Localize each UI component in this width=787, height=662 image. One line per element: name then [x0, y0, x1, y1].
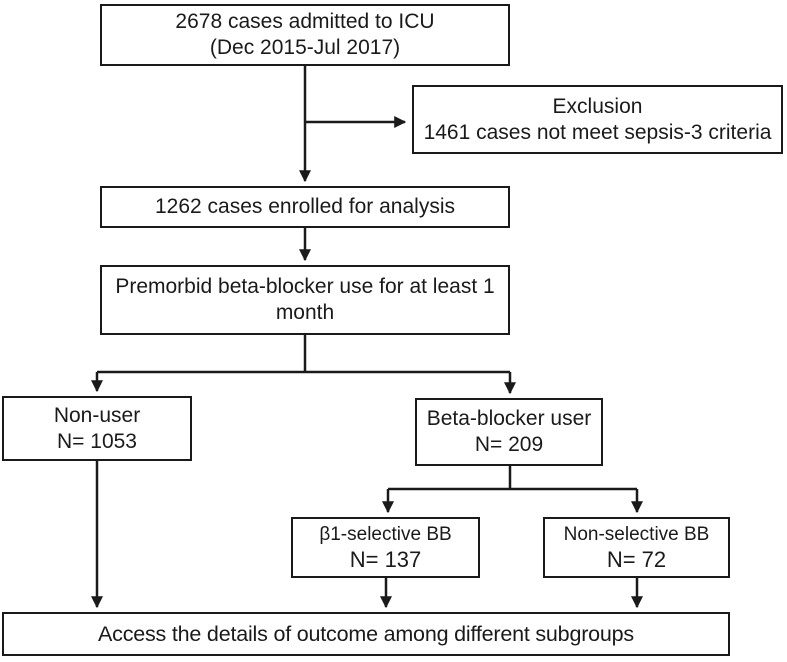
node-line: β1-selective BB	[319, 523, 452, 545]
node-line: Access the details of outcome among diff…	[98, 622, 634, 646]
node-line: N= 1053	[57, 429, 137, 453]
node-bb-user: Beta-blocker user N= 209	[415, 398, 603, 466]
node-premorbid-use: Premorbid beta-blocker use for at least …	[100, 265, 510, 335]
node-line: (Dec 2015-Jul 2017)	[209, 36, 401, 59]
node-line: N= 209	[474, 433, 544, 456]
node-line: 1461 cases not meet sepsis-3 criteria	[423, 120, 772, 144]
branch-bb-user-split	[388, 466, 637, 491]
node-line: 2678 cases admitted to ICU	[175, 10, 435, 33]
node-line: N= 72	[606, 546, 667, 572]
branch-premorbid-split	[97, 335, 510, 374]
node-exclusion: Exclusion 1461 cases not meet sepsis-3 c…	[412, 85, 783, 154]
node-enrolled: 1262 cases enrolled for analysis	[100, 186, 510, 228]
node-line: Beta-blocker user	[426, 407, 592, 430]
node-icu-admissions: 2678 cases admitted to ICU (Dec 2015-Jul…	[100, 4, 510, 66]
node-line: Non-selective BB	[563, 523, 710, 545]
node-line: Exclusion	[552, 94, 643, 118]
node-non-user: Non-user N= 1053	[2, 396, 192, 461]
node-outcome: Access the details of outcome among diff…	[2, 612, 730, 656]
node-line: Non-user	[53, 403, 141, 427]
node-line: month	[275, 301, 335, 324]
node-line: N= 137	[349, 546, 422, 572]
node-line: Premorbid beta-blocker use for at least …	[115, 275, 495, 298]
node-b1-selective: β1-selective BB N= 137	[291, 517, 480, 578]
node-line: 1262 cases enrolled for analysis	[154, 195, 455, 218]
node-non-selective: Non-selective BB N= 72	[543, 517, 730, 578]
